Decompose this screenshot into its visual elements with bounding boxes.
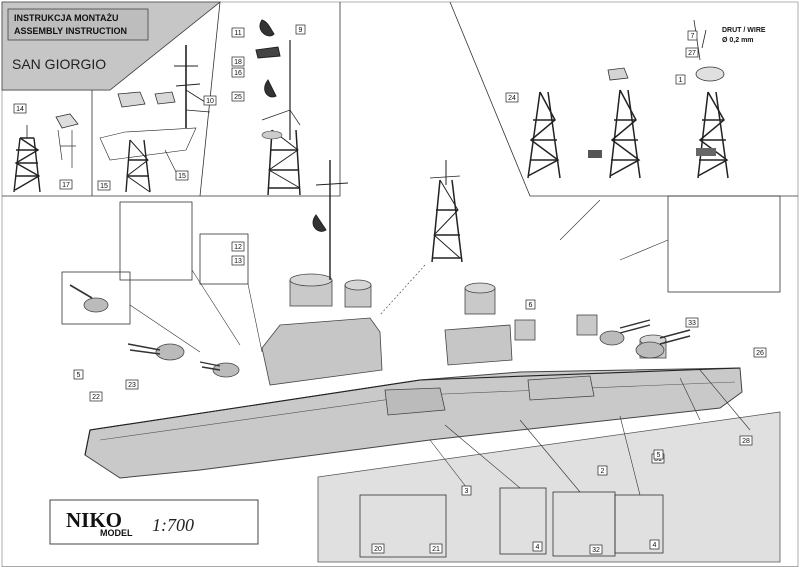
part-number-label: 18: [234, 59, 242, 66]
part-number-p2: 2: [597, 465, 608, 476]
part-number-label: 13: [234, 258, 242, 265]
part-number-p26: 26: [753, 347, 767, 358]
part-number-p11: 11: [231, 27, 245, 38]
part-number-p23: 23: [125, 379, 139, 390]
part-number-p17: 17: [59, 179, 73, 190]
guide-lines: [129, 199, 751, 496]
part-number-p4b: 4: [649, 539, 660, 550]
ship-masts: [312, 160, 463, 280]
part-number-label: 17: [62, 182, 70, 189]
part-number-label: 9: [299, 27, 303, 34]
detail-14-mast: [13, 125, 41, 193]
part-number-p4a: 4: [532, 541, 543, 552]
part-number-label: 11: [234, 30, 241, 37]
part-number-label: 15: [100, 183, 108, 190]
part-number-p6: 6: [525, 299, 536, 310]
part-number-p21: 21: [429, 543, 443, 554]
part-number-p15b: 15: [175, 170, 189, 181]
part-number-label: 2: [601, 468, 605, 475]
part-number-p18: 18: [231, 56, 245, 67]
part-number-p32: 32: [589, 544, 603, 555]
part-number-p33: 33: [685, 317, 699, 328]
part-number-label: 24: [508, 95, 516, 102]
turret-d: [599, 319, 651, 346]
part-number-label: 16: [234, 70, 242, 77]
part-number-p27: 27: [685, 47, 699, 58]
brand-logo: NIKO: [66, 508, 122, 532]
part-number-label: 12: [234, 244, 242, 251]
wire-note-line2: Ø 0,2 mm: [722, 37, 754, 44]
part-number-label: 15: [178, 173, 186, 180]
part-number-p7: 7: [687, 30, 698, 41]
foremast-detail: [99, 45, 211, 193]
part-number-p16: 16: [231, 67, 245, 78]
gun-turrets: [69, 284, 691, 378]
header-title-pl: INSTRUKCJA MONTAŻU: [14, 13, 119, 23]
wire-note-line1: DRUT / WIRE: [722, 27, 766, 34]
part-number-label: 22: [92, 394, 100, 401]
header-banner: INSTRUKCJA MONTAŻU ASSEMBLY INSTRUCTION …: [1, 1, 222, 91]
tripod-mast-1: [693, 19, 729, 179]
part-number-p10: 10: [203, 95, 217, 106]
part-number-p13: 13: [231, 255, 245, 266]
part-number-label: 5: [657, 452, 661, 459]
part-number-p20: 20: [371, 543, 385, 554]
part-number-label: 28: [742, 438, 750, 445]
part-number-label: 6: [529, 302, 533, 309]
part-number-p1: 1: [675, 74, 686, 85]
part-number-label: 14: [16, 106, 24, 113]
tripod-mast-24: [527, 91, 561, 179]
part-number-label: 4: [536, 544, 540, 551]
model-name: SAN GIORGIO: [12, 56, 106, 72]
mainmast-detail: [255, 19, 301, 196]
inset-boxes: [2, 195, 798, 567]
brand-sub: MODEL: [100, 528, 133, 538]
part-number-label: 23: [128, 382, 136, 389]
part-number-p14: 14: [13, 103, 27, 114]
detail-17-platform: [55, 113, 79, 168]
part-number-p28: 28: [739, 435, 753, 446]
tripod-mast-middle: [588, 67, 641, 179]
part-number-p12: 12: [231, 241, 245, 252]
part-number-label: 25: [234, 94, 242, 101]
part-number-p9: 9: [295, 24, 306, 35]
part-number-label: 10: [206, 98, 214, 105]
scale-label: 1:700: [152, 515, 194, 535]
header-title-en: ASSEMBLY INSTRUCTION: [14, 26, 127, 36]
part-number-p24: 24: [505, 92, 519, 103]
part-number-label: 33: [688, 320, 696, 327]
part-number-label: 32: [592, 547, 600, 554]
part-number-p22: 22: [89, 391, 103, 402]
part-number-label: 3: [465, 488, 469, 495]
part-number-label: 27: [688, 50, 696, 57]
turret-a: [127, 343, 185, 361]
part-number-p5b: 5: [653, 449, 664, 460]
turret-b: [199, 361, 240, 378]
bottom-detail-panel: [317, 411, 781, 563]
part-number-p5a: 5: [73, 369, 84, 380]
part-number-label: 26: [756, 350, 764, 357]
part-number-p25: 25: [231, 91, 245, 102]
turret-e: [69, 284, 109, 313]
part-number-label: 20: [374, 546, 382, 553]
part-number-p3: 3: [461, 485, 472, 496]
wire-note: DRUT / WIRE Ø 0,2 mm: [722, 27, 766, 44]
part-number-p15a: 15: [97, 180, 111, 191]
part-number-label: 21: [432, 546, 440, 553]
part-number-label: 4: [653, 542, 657, 549]
part-number-label: 5: [77, 372, 81, 379]
turret-c: [635, 329, 691, 359]
logo-box: NIKO MODEL 1:700: [49, 499, 259, 545]
part-number-label: 7: [691, 33, 695, 40]
part-number-label: 31: [654, 456, 662, 463]
part-number-label: 1: [679, 77, 683, 84]
